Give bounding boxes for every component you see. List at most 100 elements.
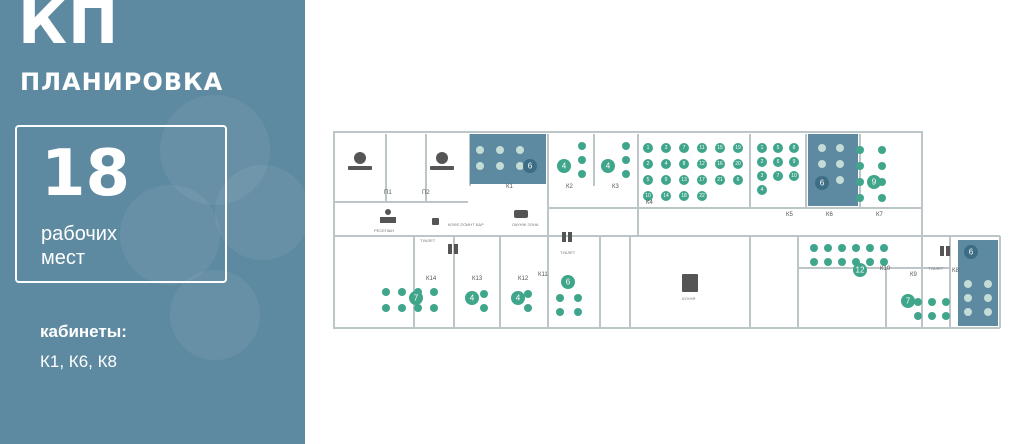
seat-k5 xyxy=(773,143,783,153)
seat-number-k5: 8 xyxy=(793,145,796,151)
toilet-icon xyxy=(562,232,572,242)
capacity-value-k1: 6 xyxy=(528,162,533,171)
seat-number-k5: 1 xyxy=(761,145,764,151)
seat-k5 xyxy=(789,157,799,167)
seat-k4 xyxy=(715,175,725,185)
seat-k8 xyxy=(984,294,992,302)
seat-number-k4: 22 xyxy=(699,193,705,199)
capacity-badge-k6 xyxy=(815,176,829,190)
room-k6-highlight xyxy=(808,134,858,206)
seat-k4 xyxy=(679,143,689,153)
seat-number-k4: 4 xyxy=(665,161,668,167)
seat-number-k5: 5 xyxy=(777,145,780,151)
room-label-k13: К13 xyxy=(472,276,483,282)
seat-k4 xyxy=(697,143,707,153)
seat-k4 xyxy=(643,159,653,169)
seat-k10 xyxy=(824,258,832,266)
seat-k13 xyxy=(480,290,488,298)
seat-k10 xyxy=(838,258,846,266)
seat-number-k4: 2 xyxy=(647,161,650,167)
seat-k14 xyxy=(382,288,390,296)
seat-k14 xyxy=(414,304,422,312)
seat-k1 xyxy=(476,146,484,154)
seat-k3 xyxy=(622,156,630,164)
seat-k7 xyxy=(856,146,864,154)
capacity-value-k11: 6 xyxy=(566,278,571,287)
capacity-badge-k11 xyxy=(561,275,575,289)
room-label-k3: К3 xyxy=(612,184,619,190)
seat-number-k4: 14 xyxy=(663,193,669,199)
seat-k4 xyxy=(697,159,707,169)
seat-k6 xyxy=(836,176,844,184)
capacity-value-k3: 4 xyxy=(606,162,611,171)
room-label-k2: К2 xyxy=(566,184,573,190)
seat-number-k4: 19 xyxy=(735,145,741,151)
room-label-k4: К4 xyxy=(646,200,653,206)
room-label-k14: К14 xyxy=(426,276,437,282)
seat-k1 xyxy=(516,146,524,154)
seat-number-k4: 8 xyxy=(683,161,686,167)
seat-k12 xyxy=(524,290,532,298)
seat-k4 xyxy=(643,143,653,153)
seat-k3 xyxy=(622,142,630,150)
toilet-icon xyxy=(940,246,950,256)
kitchen-icon xyxy=(682,274,698,292)
seat-number-k4: 12 xyxy=(699,161,705,167)
seat-k5 xyxy=(789,171,799,181)
capacity-value-k7: 9 xyxy=(872,178,877,187)
seat-k9 xyxy=(928,298,936,306)
coffee-icon xyxy=(432,218,439,225)
seat-k2 xyxy=(578,156,586,164)
capacity-value-k13: 4 xyxy=(470,294,475,303)
seat-k5 xyxy=(789,143,799,153)
toilet-icon xyxy=(448,244,458,254)
seat-k7 xyxy=(856,178,864,186)
room-label-k5: К5 xyxy=(786,212,793,218)
seat-k2 xyxy=(578,170,586,178)
seat-number-k5: 6 xyxy=(777,159,780,165)
seat-k10 xyxy=(880,258,888,266)
zone-label-wc3: ТУАЛЕТ xyxy=(928,266,944,271)
decor-circle xyxy=(170,270,260,360)
room-label-p2: П2 xyxy=(422,190,430,196)
zone-label-wc1: ТУАЛЕТ xyxy=(420,238,436,243)
seat-k4 xyxy=(697,191,707,201)
decor-circle xyxy=(160,95,270,205)
seat-number-k4: 5 xyxy=(647,177,650,183)
seat-k10 xyxy=(810,258,818,266)
seat-number-k4: 3 xyxy=(665,145,668,151)
cabinets-list: К1, К6, К8 xyxy=(40,352,117,371)
seat-number-k5: 10 xyxy=(791,173,797,179)
seat-k9 xyxy=(914,312,922,320)
seat-number-k4: 20 xyxy=(735,161,741,167)
seat-number-k4: 21 xyxy=(717,177,723,183)
seat-k5 xyxy=(757,185,767,195)
decor-circle xyxy=(120,185,220,285)
seat-k7 xyxy=(856,194,864,202)
seat-number-k5: 3 xyxy=(761,173,764,179)
seat-k14 xyxy=(430,288,438,296)
seat-k14 xyxy=(398,288,406,296)
seat-k8 xyxy=(964,280,972,288)
capacity-badge-k2 xyxy=(557,159,571,173)
zone-icons xyxy=(348,152,950,292)
workplaces-card: 18 рабочих мест xyxy=(15,125,227,283)
seat-number-k4: 1 xyxy=(647,145,650,151)
seat-k9 xyxy=(942,298,950,306)
reception-icon xyxy=(380,209,396,223)
seat-k2 xyxy=(578,142,586,150)
capacity-value-k10: 12 xyxy=(856,266,865,275)
seat-number-k4: 6 xyxy=(737,177,740,183)
page-title: ПЛАНИРОВКА xyxy=(20,68,224,96)
seat-k1 xyxy=(496,162,504,170)
seat-k8 xyxy=(964,294,972,302)
seat-k8 xyxy=(984,308,992,316)
capacity-badge-k12 xyxy=(511,291,525,305)
seat-k14 xyxy=(430,304,438,312)
seat-k6 xyxy=(818,144,826,152)
seat-k8 xyxy=(964,308,972,316)
zone-label-lounge: ЛАУНЖ ЗОНА xyxy=(512,222,539,227)
zone-label-wc2: ТУАЛЕТ xyxy=(560,250,576,255)
seat-k4 xyxy=(643,175,653,185)
workplaces-count: 18 xyxy=(41,137,131,211)
